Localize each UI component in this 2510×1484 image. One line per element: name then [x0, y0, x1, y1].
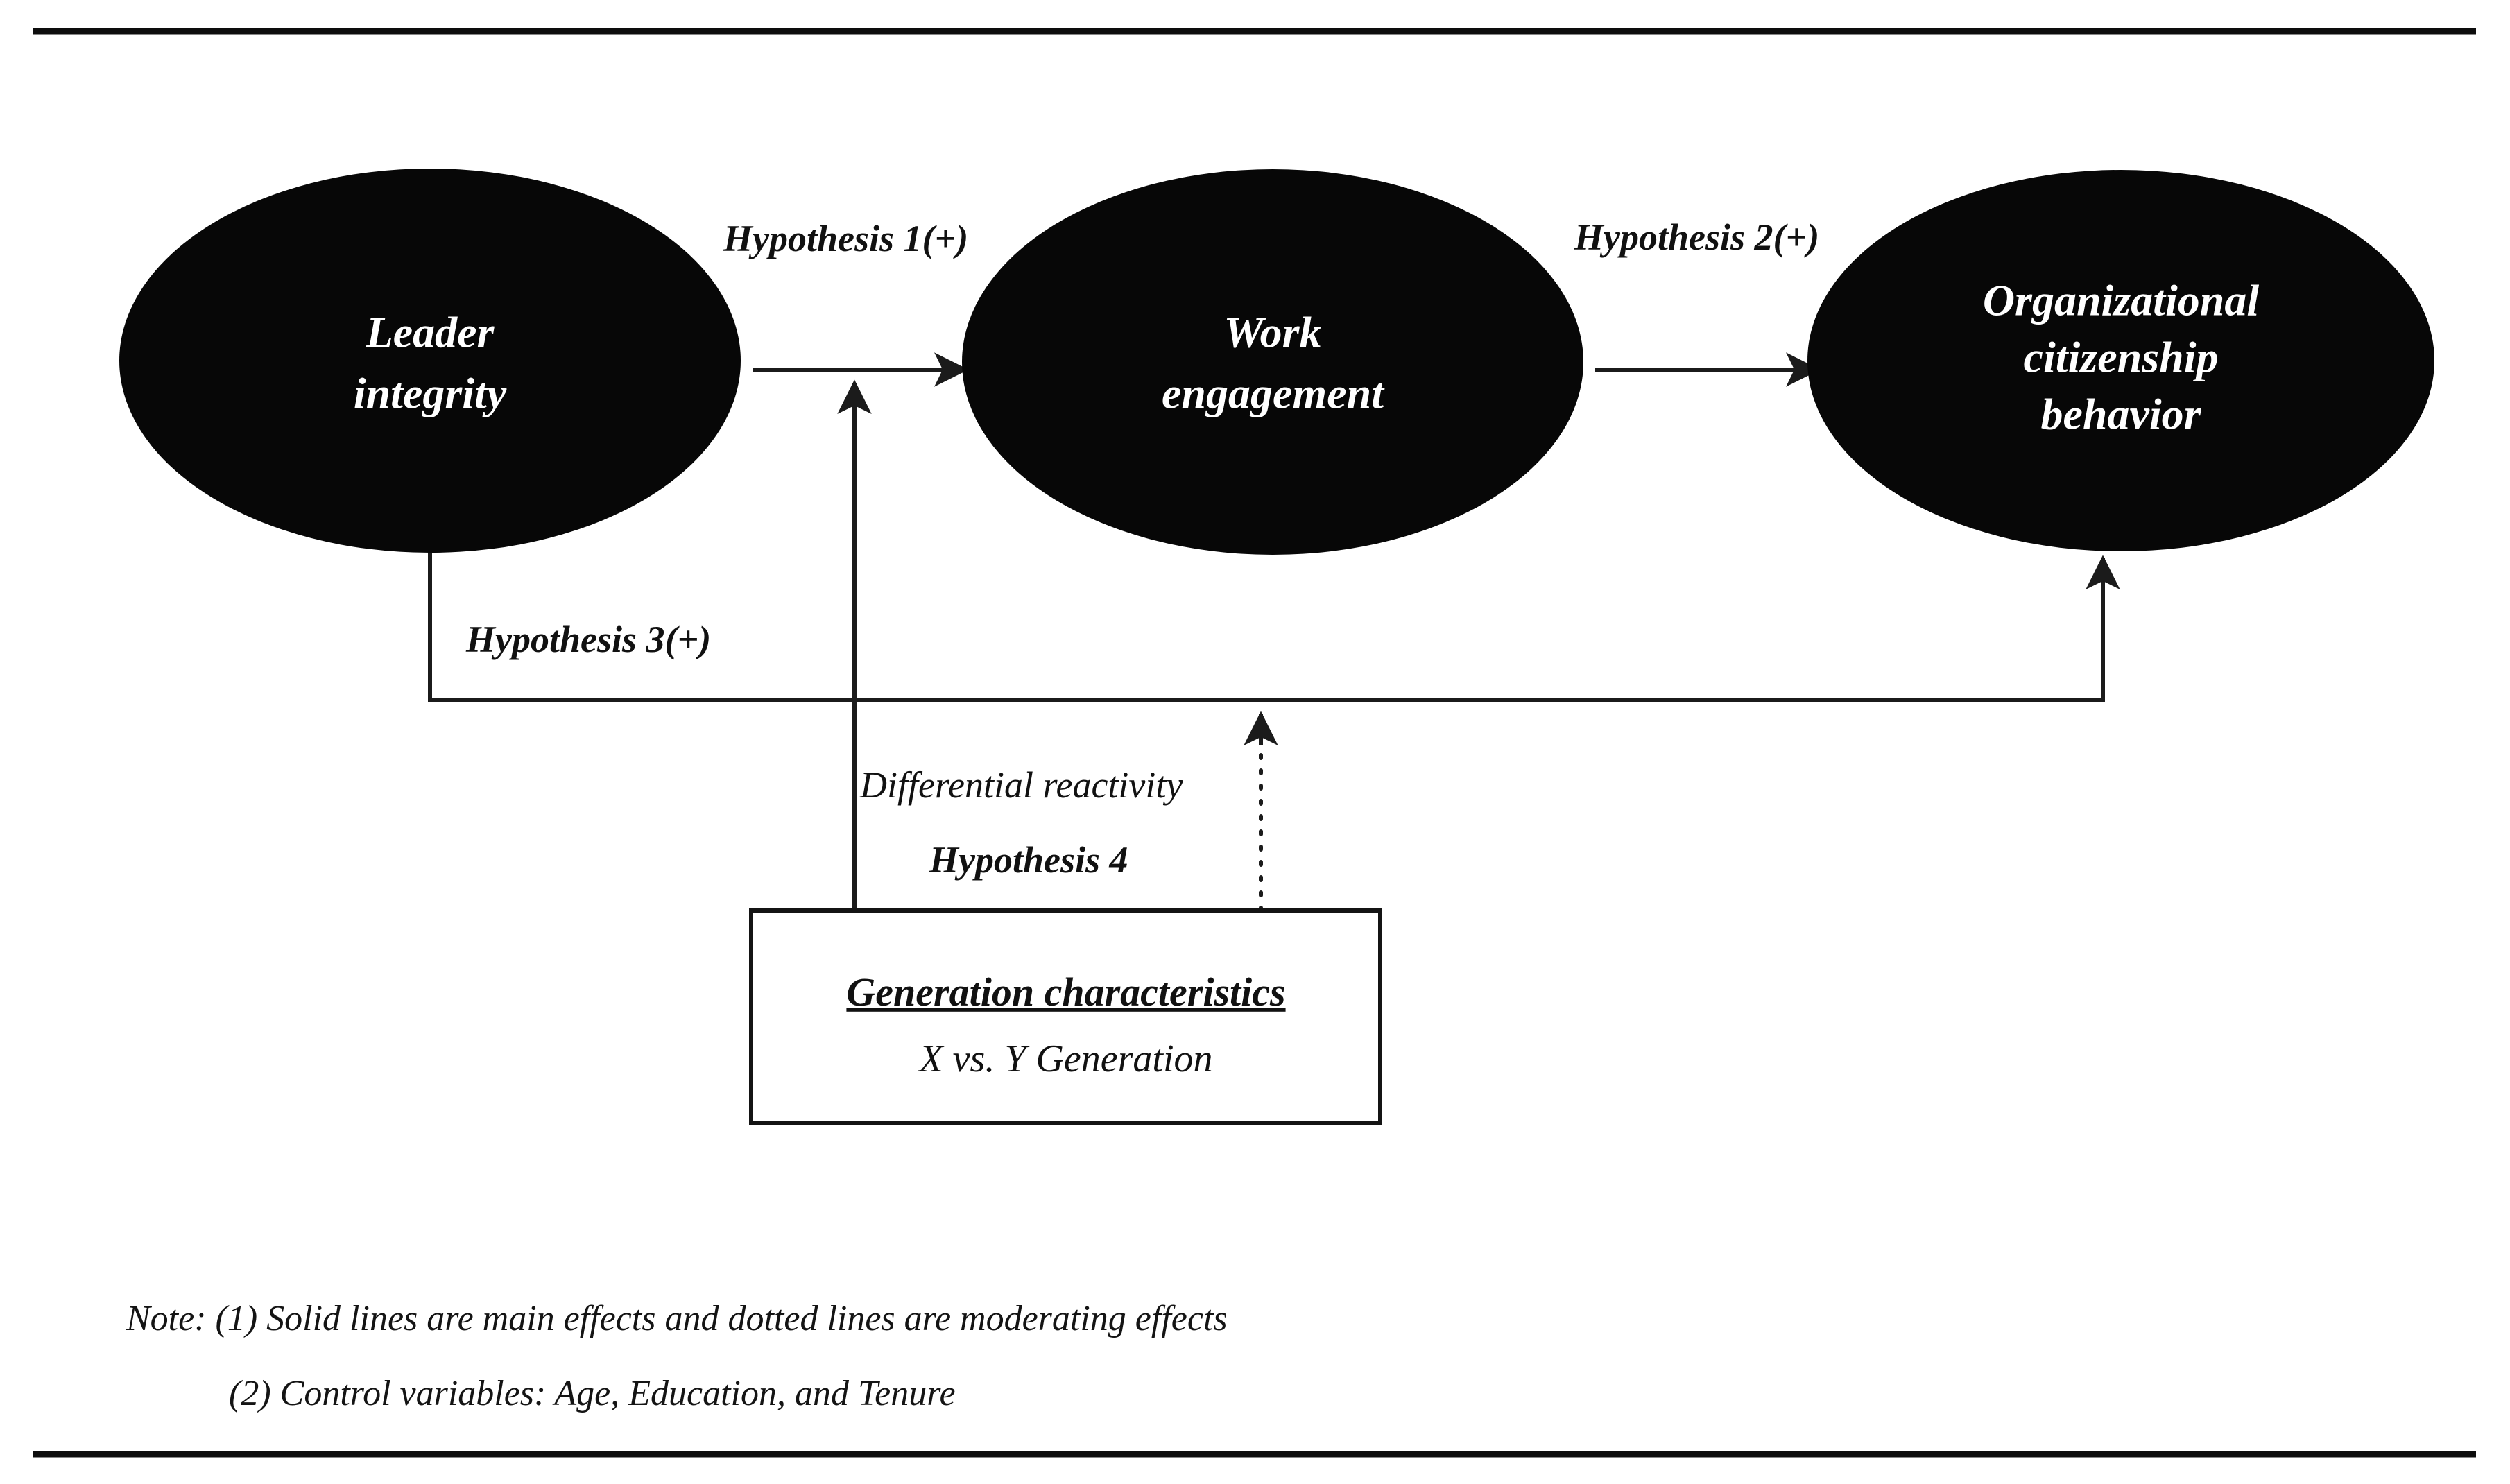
moderator-box-title: Generation characteristics [846, 969, 1285, 1015]
label-hypothesis3: Hypothesis 3(+) [465, 619, 711, 660]
node-ocb-line3: behavior [2040, 390, 2201, 439]
node-ocb-line1: Organizational [1983, 276, 2260, 325]
label-differential-reactivity: Differential reactivity [859, 764, 1183, 806]
node-work-engagement-line1: Work [1223, 308, 1321, 357]
node-organizational-citizenship-behavior [1807, 170, 2434, 551]
label-hypothesis1: Hypothesis 1(+) [723, 218, 968, 259]
label-hypothesis2: Hypothesis 2(+) [1574, 216, 1819, 258]
path-hypothesis3-connector [428, 551, 2120, 702]
note-line-2: (2) Control variables: Age, Education, a… [229, 1374, 956, 1413]
node-leader-integrity-line1: Leader [366, 308, 495, 357]
node-work-engagement [962, 169, 1583, 555]
moderator-box [749, 908, 1382, 1125]
node-leader-integrity [119, 169, 741, 553]
node-leader-integrity-line2: integrity [354, 369, 507, 418]
label-hypothesis4: Hypothesis 4 [929, 839, 1128, 881]
node-work-engagement-line2: engagement [1162, 369, 1385, 418]
note-line-1: Note: (1) Solid lines are main effects a… [126, 1299, 1228, 1338]
node-ocb-line2: citizenship [2024, 333, 2219, 382]
moderator-box-subtitle: X vs. Y Generation [918, 1037, 1212, 1080]
